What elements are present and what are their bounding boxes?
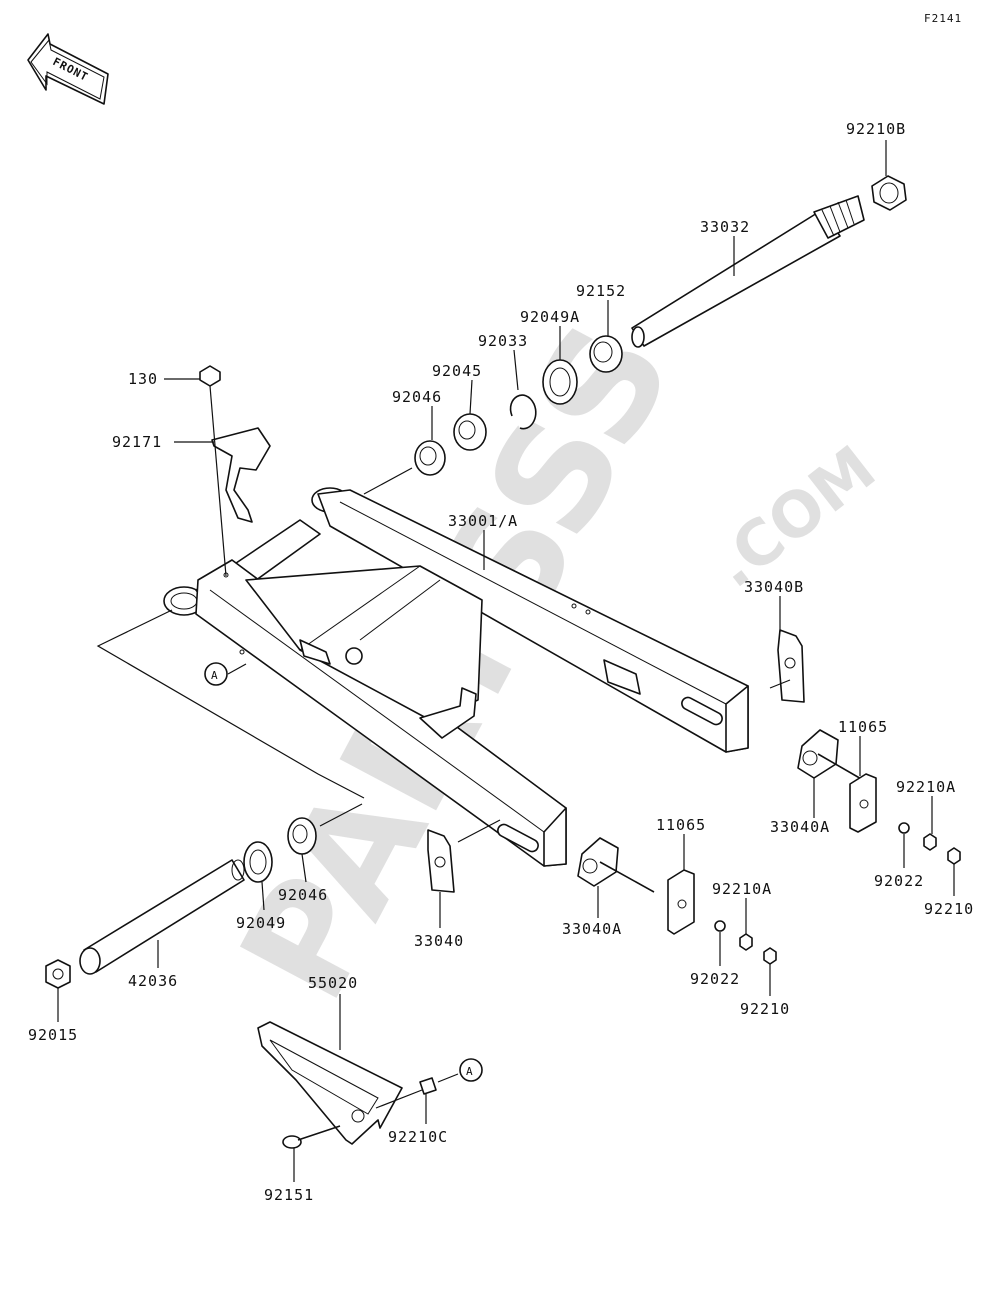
label-92171: 92171 [112,433,162,451]
watermark-suffix: .COM [699,431,889,601]
reference-marker-a-frame-label: A [211,669,219,682]
label-92210c: 92210C [388,1128,448,1146]
swingarm-33001a [163,487,749,867]
label-33040: 33040 [414,932,464,950]
chain-adjuster-33040b [777,629,805,703]
label-33032: 33032 [700,218,750,236]
nut-92210a-right [923,833,937,851]
seal-92049a [542,359,578,405]
label-92046-bottom: 92046 [278,886,328,904]
needle-bearing-92046-top [414,440,446,476]
circlip-92033 [509,394,537,430]
label-92049a: 92049A [520,308,580,326]
nut-92015 [45,959,71,989]
label-55020: 55020 [308,974,358,992]
label-92210b: 92210B [846,120,906,138]
nut-92210a-mid [739,933,753,951]
label-92045: 92045 [432,362,482,380]
label-130: 130 [128,370,158,388]
collar-92152 [589,335,623,373]
plate-11065-right [849,773,877,833]
label-92049: 92049 [236,914,286,932]
leader-lines [57,140,955,1182]
label-92022-mid: 92022 [690,970,740,988]
label-92210-right: 92210 [924,900,974,918]
label-33040a-mid: 33040A [562,920,622,938]
washer-92022-right [898,822,910,834]
pivot-shaft-33032 [631,195,865,348]
sleeve-42036 [79,859,245,975]
adjuster-33040a-right [797,729,871,785]
washer-92022-mid [714,920,726,932]
label-92015: 92015 [28,1026,78,1044]
label-33040b: 33040B [744,578,804,596]
chain-adjuster-33040 [427,829,455,893]
reference-marker-a-guide-label: A [466,1065,474,1078]
bolt-130 [199,365,221,387]
bolt-92151 [282,1125,341,1149]
label-92022-right: 92022 [874,872,924,890]
label-33001a: 33001/A [448,512,518,530]
nut-92210-right [947,847,961,865]
chain-guide-55020 [257,1021,403,1145]
label-11065-mid: 11065 [656,816,706,834]
needle-bearing-92046-bottom [287,817,317,855]
label-92210-mid: 92210 [740,1000,790,1018]
label-92151: 92151 [264,1186,314,1204]
label-92210a-right: 92210A [896,778,956,796]
seal-92049 [243,841,273,883]
label-92046-top: 92046 [392,388,442,406]
figure-code: F2141 [924,12,962,25]
front-arrow: FRONT [27,33,109,105]
label-42036: 42036 [128,972,178,990]
label-92210a-mid: 92210A [712,880,772,898]
bearing-92045 [453,413,487,451]
clamp-92171 [211,427,271,523]
nut-92210-mid [763,947,777,965]
label-33040a-right: 33040A [770,818,830,836]
nut-92210b [871,175,907,211]
reference-marker-a-frame: A [204,662,228,686]
reference-marker-a-guide: A [459,1058,483,1082]
adjuster-33040a-mid [577,837,655,893]
label-11065-right: 11065 [838,718,888,736]
bolt-92210c [419,1077,437,1095]
label-92152: 92152 [576,282,626,300]
label-92033: 92033 [478,332,528,350]
plate-11065-mid [667,869,695,935]
part-labels: 92210B 33032 92152 92049A 92033 92045 92… [28,120,974,1204]
